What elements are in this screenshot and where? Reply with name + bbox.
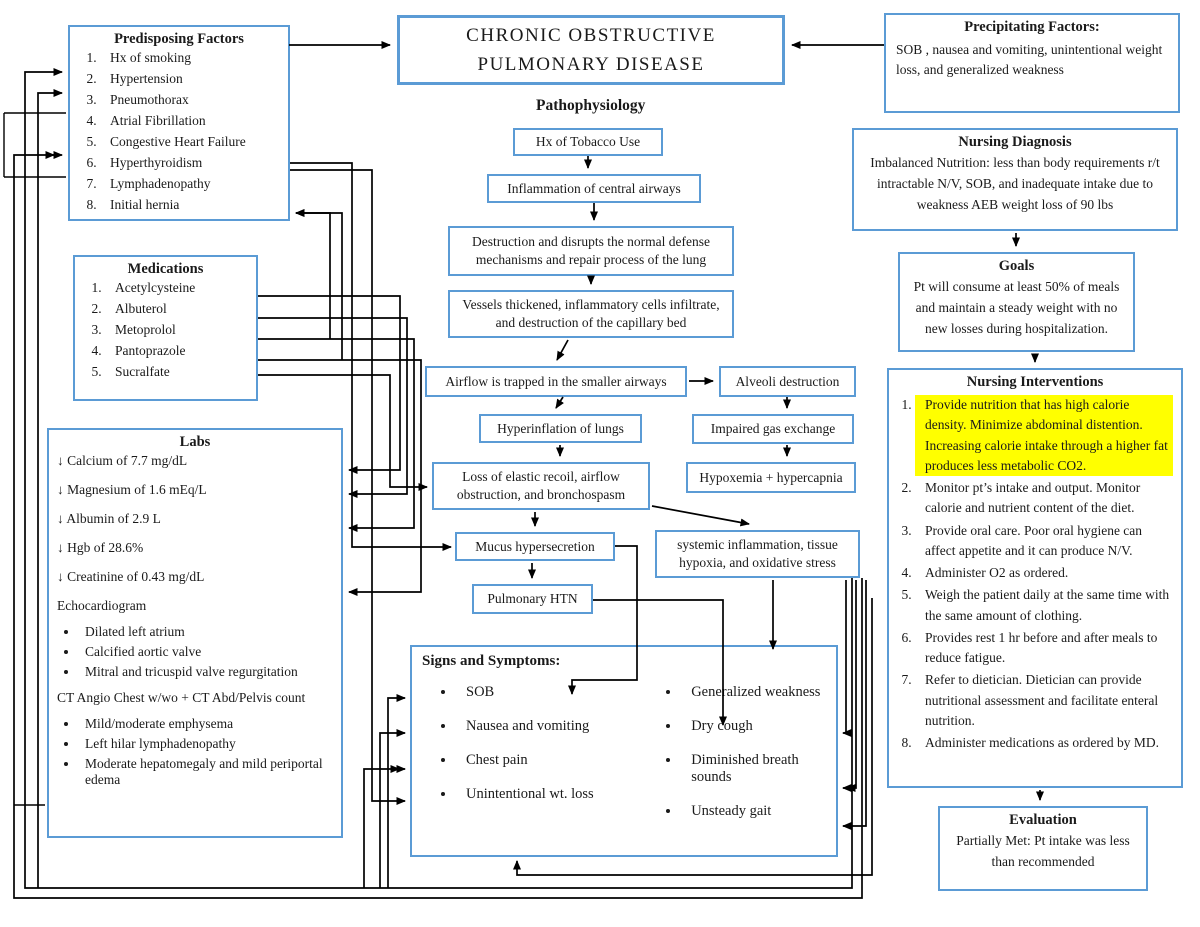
- predisposing-factor-item: Hypertension: [100, 71, 282, 87]
- symptom-item: Nausea and vomiting: [456, 718, 615, 735]
- main-title-box: CHRONIC OBSTRUCTIVE PULMONARY DISEASE: [397, 15, 785, 85]
- ct-finding: Left hilar lymphadenopathy: [79, 736, 341, 752]
- medications-list: AcetylcysteineAlbuterolMetoprololPantopr…: [75, 280, 256, 380]
- flow-node-hyperinflation: Hyperinflation of lungs: [479, 414, 642, 443]
- medication-item: Albuterol: [105, 301, 250, 317]
- flow-node-inflammation: Inflammation of central airways: [487, 174, 701, 203]
- lab-value: ↓ Calcium of 7.7 mg/dL: [57, 453, 188, 468]
- intervention-item: Provide oral care. Poor oral hygiene can…: [915, 521, 1173, 562]
- predisposing-factors-title: Predisposing Factors: [114, 31, 244, 47]
- labs-title: Labs: [179, 434, 211, 450]
- medication-item: Acetylcysteine: [105, 280, 250, 296]
- medication-item: Sucralfate: [105, 364, 250, 380]
- medications-box: Medications AcetylcysteineAlbuterolMetop…: [73, 255, 258, 401]
- flow-node-loss-recoil: Loss of elastic recoil, airflow obstruct…: [432, 462, 650, 510]
- lab-value: ↓ Hgb of 28.6%: [57, 540, 144, 555]
- flow-node-airflow-trapped: Airflow is trapped in the smaller airway…: [425, 366, 687, 397]
- evaluation-text: Partially Met: Pt intake was less than r…: [956, 833, 1130, 869]
- medication-item: Pantoprazole: [105, 343, 250, 359]
- signs-symptoms-left-list: SOB Nausea and vomitingChest painUnintent…: [416, 684, 615, 837]
- predisposing-factor-item: Pneumothorax: [100, 92, 282, 108]
- symptom-item: Unintentional wt. loss: [456, 786, 615, 803]
- precipitating-factors-title: Precipitating Factors:: [964, 19, 1100, 35]
- flow-node-systemic-inflammation: systemic inflammation, tissue hypoxia, a…: [655, 530, 860, 578]
- symptom-item: Diminished breath sounds: [681, 752, 832, 786]
- ct-findings: Mild/moderate emphysemaLeft hilar lympha…: [49, 716, 341, 788]
- flow-node-hx-tobacco: Hx of Tobacco Use: [513, 128, 663, 156]
- predisposing-factor-item: Congestive Heart Failure: [100, 134, 282, 150]
- nursing-diagnosis-text: Imbalanced Nutrition: less than body req…: [870, 155, 1160, 212]
- pathophysiology-label: Pathophysiology: [536, 97, 646, 114]
- echo-finding: Calcified aortic valve: [79, 644, 341, 660]
- predisposing-factor-item: Initial hernia: [100, 197, 282, 213]
- lab-value: ↓ Albumin of 2.9 L: [57, 511, 161, 526]
- precipitating-factors-text: SOB , nausea and vomiting, unintentional…: [896, 42, 1163, 78]
- symptom-item: SOB: [456, 684, 615, 701]
- goals-text: Pt will consume at least 50% of meals an…: [913, 279, 1120, 336]
- echo-finding: Dilated left atrium: [79, 624, 341, 640]
- nursing-interventions-box: Nursing Interventions Provide nutrition …: [887, 368, 1183, 788]
- echocardiogram-label: Echocardiogram: [57, 598, 147, 613]
- goals-box: Goals Pt will consume at least 50% of me…: [898, 252, 1135, 352]
- flow-node-pulmonary-htn: Pulmonary HTN: [472, 584, 593, 614]
- symptom-item: Dry cough: [681, 718, 832, 735]
- ct-finding: Moderate hepatomegaly and mild periporta…: [79, 756, 341, 788]
- intervention-item: Weigh the patient daily at the same time…: [915, 585, 1173, 626]
- symptom-item: Unsteady gait: [681, 803, 832, 820]
- medications-title: Medications: [127, 261, 204, 277]
- lab-value: ↓ Magnesium of 1.6 mEq/L: [57, 482, 207, 497]
- flow-node-vessels: Vessels thickened, inflammatory cells in…: [448, 290, 734, 338]
- predisposing-factor-item: Lymphadenopathy: [100, 176, 282, 192]
- flow-node-destruction: Destruction and disrupts the normal defe…: [448, 226, 734, 276]
- ct-finding: Mild/moderate emphysema: [79, 716, 341, 732]
- evaluation-title: Evaluation: [1009, 812, 1077, 828]
- evaluation-box: Evaluation Partially Met: Pt intake was …: [938, 806, 1148, 891]
- signs-symptoms-right-list: Generalized weaknessDry coughDiminished …: [641, 684, 832, 837]
- main-title: CHRONIC OBSTRUCTIVE PULMONARY DISEASE: [466, 24, 716, 75]
- flow-node-alveoli-destruction: Alveoli destruction: [719, 366, 856, 397]
- nursing-interventions-title: Nursing Interventions: [966, 374, 1104, 390]
- intervention-item: Monitor pt’s intake and output. Monitor …: [915, 478, 1173, 519]
- precipitating-factors-box: Precipitating Factors: SOB , nausea and …: [884, 13, 1180, 113]
- predisposing-factors-list: Hx of smokingHypertensionPneumothoraxAtr…: [70, 50, 288, 213]
- lab-value: ↓ Creatinine of 0.43 mg/dL: [57, 569, 205, 584]
- intervention-item: Administer medications as ordered by MD.: [915, 733, 1173, 753]
- predisposing-factor-item: Atrial Fibrillation: [100, 113, 282, 129]
- symptom-item: Chest pain: [456, 752, 615, 769]
- flow-node-mucus: Mucus hypersecretion: [455, 532, 615, 561]
- predisposing-factors-box: Predisposing Factors Hx of smokingHypert…: [68, 25, 290, 221]
- ct-label: CT Angio Chest w/wo + CT Abd/Pelvis coun…: [57, 690, 306, 705]
- labs-values: ↓ Calcium of 7.7 mg/dL ↓ Magnesium of 1.6…: [49, 453, 341, 585]
- symptom-item: Generalized weakness: [681, 684, 832, 701]
- intervention-item: Administer O2 as ordered.: [915, 563, 1173, 583]
- flow-node-hypoxemia: Hypoxemia + hypercapnia: [686, 462, 856, 493]
- medication-item: Metoprolol: [105, 322, 250, 338]
- nursing-diagnosis-title: Nursing Diagnosis: [958, 134, 1072, 150]
- goals-title: Goals: [998, 258, 1035, 274]
- predisposing-factor-item: Hx of smoking: [100, 50, 282, 66]
- signs-symptoms-title: Signs and Symptoms:: [422, 653, 561, 669]
- signs-symptoms-box: Signs and Symptoms: SOB Nausea and vomiti…: [410, 645, 838, 857]
- nursing-diagnosis-box: Nursing Diagnosis Imbalanced Nutrition: …: [852, 128, 1178, 231]
- echocardiogram-findings: Dilated left atriumCalcified aortic valv…: [49, 624, 341, 680]
- intervention-item: Refer to dietician. Dietician can provid…: [915, 670, 1173, 731]
- labs-box: Labs ↓ Calcium of 7.7 mg/dL ↓ Magnesium o…: [47, 428, 343, 838]
- intervention-item: Provide nutrition that has high calorie …: [915, 395, 1173, 476]
- intervention-item: Provides rest 1 hr before and after meal…: [915, 628, 1173, 669]
- echo-finding: Mitral and tricuspid valve regurgitation: [79, 664, 341, 680]
- flow-node-impaired-gas: Impaired gas exchange: [692, 414, 854, 444]
- predisposing-factor-item: Hyperthyroidism: [100, 155, 282, 171]
- nursing-interventions-list: Provide nutrition that has high calorie …: [889, 395, 1181, 753]
